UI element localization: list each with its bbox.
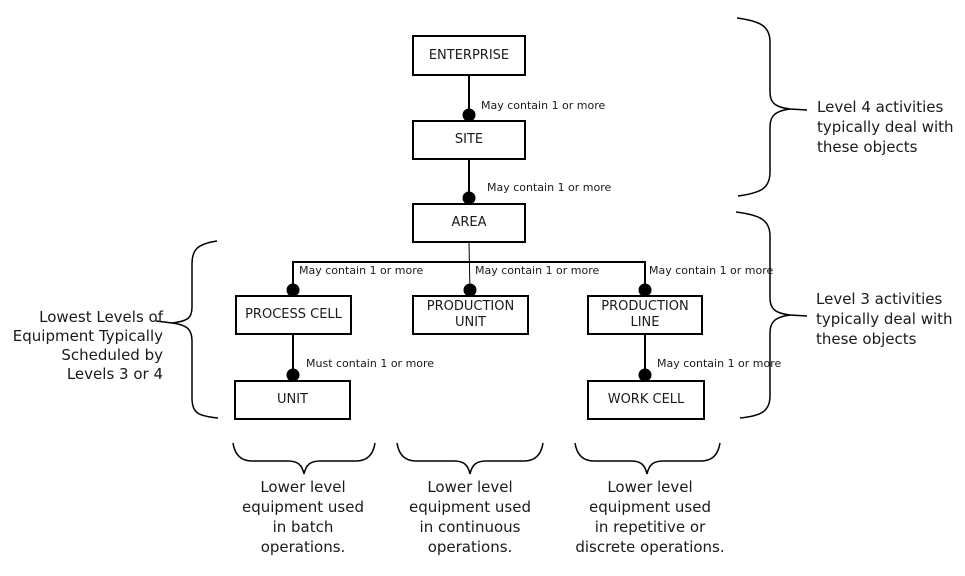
brace-level4 (736, 17, 808, 197)
brace-lowest-levels (155, 240, 219, 419)
edge-label-production-line-work-cell: May contain 1 or more (657, 357, 782, 370)
node-enterprise: ENTERPRISE (412, 35, 526, 76)
containment-dot-area (462, 191, 476, 205)
annotation-level4: Level 4 activities typically deal with t… (817, 98, 954, 156)
annotation-repetitive: Lower level equipment used in repetitive… (575, 478, 725, 556)
containment-dot-work-cell (638, 368, 652, 382)
edge-label-process-cell-unit: Must contain 1 or more (306, 357, 435, 370)
node-area: AREA (412, 203, 526, 243)
containment-dot-site (462, 108, 476, 122)
annotation-continuous: Lower level equipment used in continuous… (408, 478, 531, 556)
node-production-line: PRODUCTION LINE (587, 295, 703, 335)
brace-batch (232, 442, 376, 475)
annotation-level3: Level 3 activities typically deal with t… (816, 290, 953, 348)
containment-dot-production-line (638, 283, 652, 297)
containment-dot-process-cell (286, 283, 300, 297)
edge-label-area-process-cell: May contain 1 or more (299, 264, 424, 277)
brace-level3 (735, 211, 808, 419)
node-process-cell: PROCESS CELL (235, 295, 352, 335)
annotation-batch: Lower level equipment used in batch oper… (241, 478, 364, 556)
node-unit: UNIT (234, 380, 351, 420)
edge-label-site-area: May contain 1 or more (487, 181, 612, 194)
node-work-cell: WORK CELL (587, 380, 705, 420)
edge-label-area-production-line: May contain 1 or more (649, 264, 774, 277)
edge-label-enterprise-site: May contain 1 or more (481, 99, 606, 112)
brace-continuous (396, 442, 544, 475)
brace-repetitive (574, 442, 721, 475)
node-production-unit: PRODUCTION UNIT (412, 295, 529, 335)
node-site: SITE (412, 120, 526, 160)
containment-dot-unit (286, 368, 300, 382)
containment-dot-production-unit (463, 283, 477, 297)
annotation-lowest-levels: Lowest Levels of Equipment Typically Sch… (12, 308, 163, 383)
edge-label-area-production-unit: May contain 1 or more (475, 264, 600, 277)
